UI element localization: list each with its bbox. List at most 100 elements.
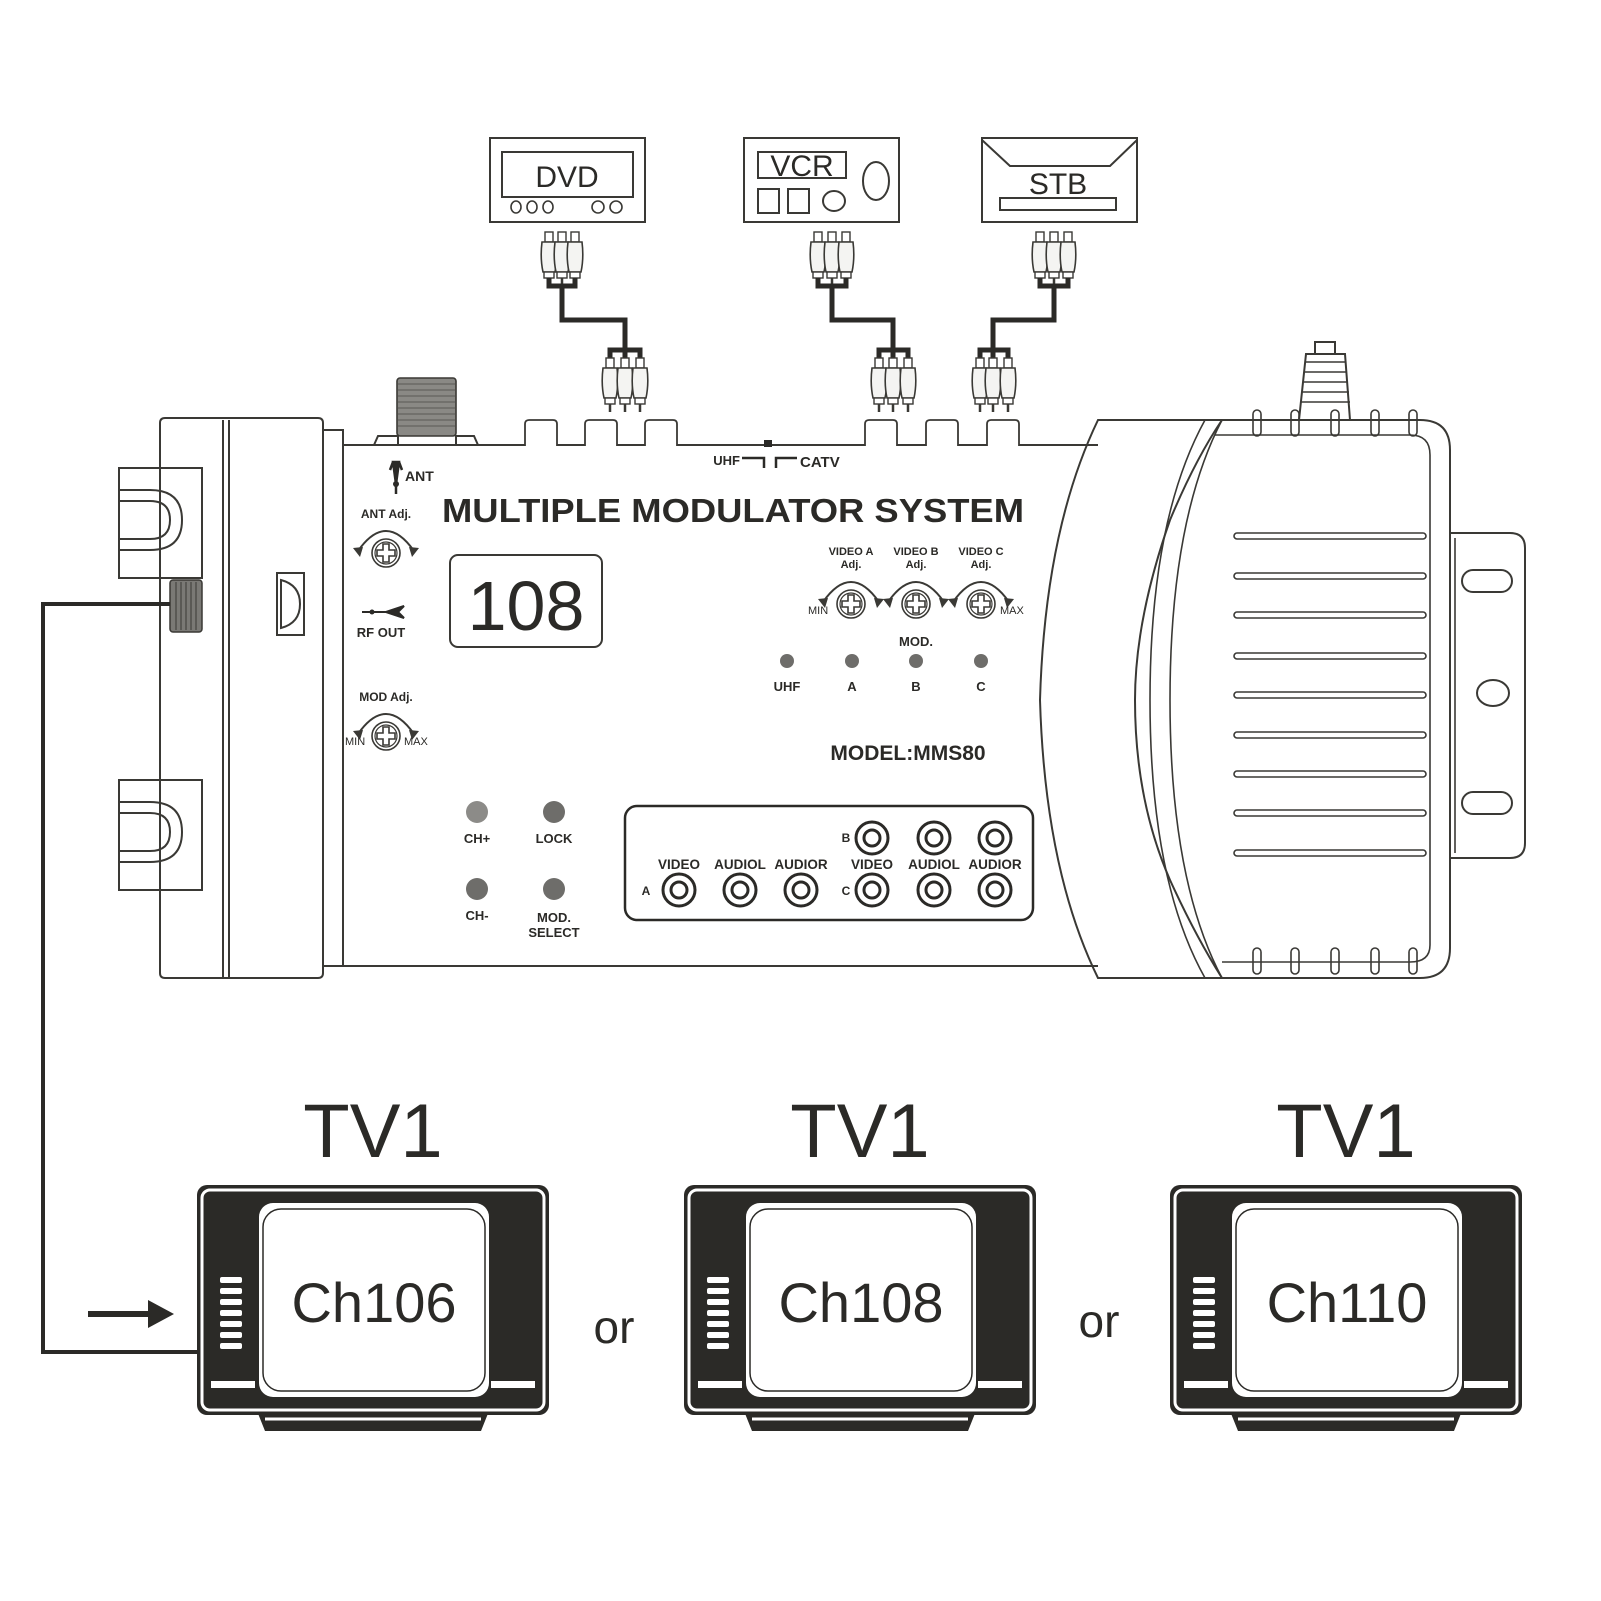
jack-row-b-label: B — [842, 831, 851, 845]
mod-select-label: MOD. — [537, 910, 571, 925]
led-uhf-label: UHF — [774, 679, 801, 694]
separator-or-1: or — [594, 1301, 635, 1353]
ant-adj-knob[interactable] — [352, 530, 420, 568]
led-a-label: A — [847, 679, 857, 694]
channel-display: 108 — [449, 554, 603, 648]
video-b-knob[interactable] — [882, 581, 950, 619]
separator-or-2: or — [1079, 1295, 1120, 1347]
jack-header-audiol-a: AUDIOL — [714, 857, 766, 872]
cable-vcr — [808, 230, 918, 414]
jack-header-audior-a: AUDIOR — [774, 857, 827, 872]
led-c-label: C — [976, 679, 986, 694]
led-b-label: B — [911, 679, 920, 694]
mod-adj-max-label: MAX — [404, 736, 429, 748]
stb-label: STB — [1029, 168, 1087, 201]
video-max-label: MAX — [1000, 605, 1025, 617]
led-b — [909, 654, 923, 668]
tv-channel-label: Ch108 — [778, 1271, 943, 1334]
tv-title: TV1 — [1276, 1089, 1415, 1174]
jack-row-c-label: C — [842, 884, 851, 898]
dvd-player-icon — [489, 137, 646, 223]
lock-label: LOCK — [536, 831, 573, 846]
vent-slots — [1233, 532, 1427, 857]
mounting-bracket-bottom — [118, 779, 203, 891]
switch-catv-label: CATV — [800, 454, 840, 471]
mod-label: MOD. — [899, 634, 933, 649]
rf-out-label: RF OUT — [357, 625, 405, 640]
video-b-adj-sublabel: Adj. — [906, 559, 927, 571]
jack-header-audior-bc: AUDIOR — [968, 857, 1021, 872]
ch-plus-button[interactable] — [466, 801, 488, 823]
rf-cable-to-tv — [41, 602, 197, 1354]
jack-b-audiol[interactable] — [916, 820, 952, 856]
jack-header-video-bc: VIDEO — [851, 857, 893, 872]
speaker-grille-icon — [1193, 1277, 1215, 1349]
antenna-input: ANT — [388, 460, 434, 494]
jack-header-video-a: VIDEO — [658, 857, 700, 872]
jack-a-audior[interactable] — [783, 872, 819, 908]
control-buttons: CH+ LOCK CH- MOD. SELECT — [464, 801, 580, 940]
vcr-label: VCR — [770, 150, 833, 183]
video-c-adj-label: VIDEO C — [958, 546, 1003, 558]
output-connector-top — [1297, 341, 1352, 421]
video-adj-controls: VIDEO A Adj. VIDEO B Adj. VIDEO C Adj. M… — [808, 546, 1025, 619]
jack-b-video[interactable] — [854, 820, 890, 856]
modulator-unit: UHF CATV — [118, 341, 1526, 979]
ch-minus-label: CH- — [465, 908, 488, 923]
rf-out-arrow-icon — [362, 605, 405, 619]
led-a — [845, 654, 859, 668]
jack-c-audior[interactable] — [977, 872, 1013, 908]
video-min-label: MIN — [808, 605, 828, 617]
video-a-adj-label: VIDEO A — [829, 546, 874, 558]
uhf-catv-switch[interactable] — [764, 440, 772, 447]
jack-row-a-label: A — [642, 884, 651, 898]
mod-select-label-2: SELECT — [528, 925, 579, 940]
mounting-bracket-top — [118, 467, 203, 579]
led-uhf — [780, 654, 794, 668]
mod-indicator-leds: UHF A B C — [774, 654, 988, 694]
jack-b-audior[interactable] — [977, 820, 1013, 856]
set-top-box-icon — [981, 137, 1138, 223]
model-label: MODEL:MMS80 — [830, 742, 985, 765]
source-vcr: VCR — [743, 137, 900, 223]
av-port-top — [524, 419, 558, 447]
cable-stb — [970, 230, 1078, 414]
jack-header-audiol-bc: AUDIOL — [908, 857, 960, 872]
screw-knob-icon — [371, 538, 401, 568]
cable-dvd — [539, 230, 650, 414]
ant-label: ANT — [405, 468, 434, 484]
jack-a-audiol[interactable] — [722, 872, 758, 908]
video-a-adj-sublabel: Adj. — [841, 559, 862, 571]
video-b-adj-label: VIDEO B — [893, 546, 938, 558]
vcr-icon — [743, 137, 900, 223]
mod-adj-min-label: MIN — [345, 736, 365, 748]
ch-minus-button[interactable] — [466, 878, 488, 900]
tv-title: TV1 — [303, 1089, 442, 1174]
source-stb: STB — [981, 137, 1138, 223]
tv-title: TV1 — [790, 1089, 929, 1174]
channel-display-value: 108 — [468, 567, 585, 645]
speaker-grille-icon — [707, 1277, 729, 1349]
jack-a-video[interactable] — [661, 872, 697, 908]
lock-button[interactable] — [543, 801, 565, 823]
jack-c-audiol[interactable] — [916, 872, 952, 908]
antenna-input-connector — [373, 377, 479, 446]
ch-plus-label: CH+ — [464, 831, 491, 846]
jack-c-video[interactable] — [854, 872, 890, 908]
source-dvd: DVD — [489, 137, 646, 223]
dvd-label: DVD — [535, 161, 598, 194]
mod-select-button[interactable] — [543, 878, 565, 900]
ant-adj-label: ANT Adj. — [361, 507, 411, 521]
mod-adj-label: MOD Adj. — [359, 690, 413, 704]
video-c-adj-sublabel: Adj. — [971, 559, 992, 571]
product-title: MULTIPLE MODULATOR SYSTEM — [442, 492, 1024, 529]
speaker-grille-icon — [220, 1277, 242, 1349]
signal-arrow-icon — [88, 1300, 174, 1328]
av-input-jack-panel: VIDEO AUDIOL AUDIOR VIDEO AUDIOL AUDIOR … — [623, 804, 1035, 922]
switch-uhf-label: UHF — [713, 453, 740, 468]
